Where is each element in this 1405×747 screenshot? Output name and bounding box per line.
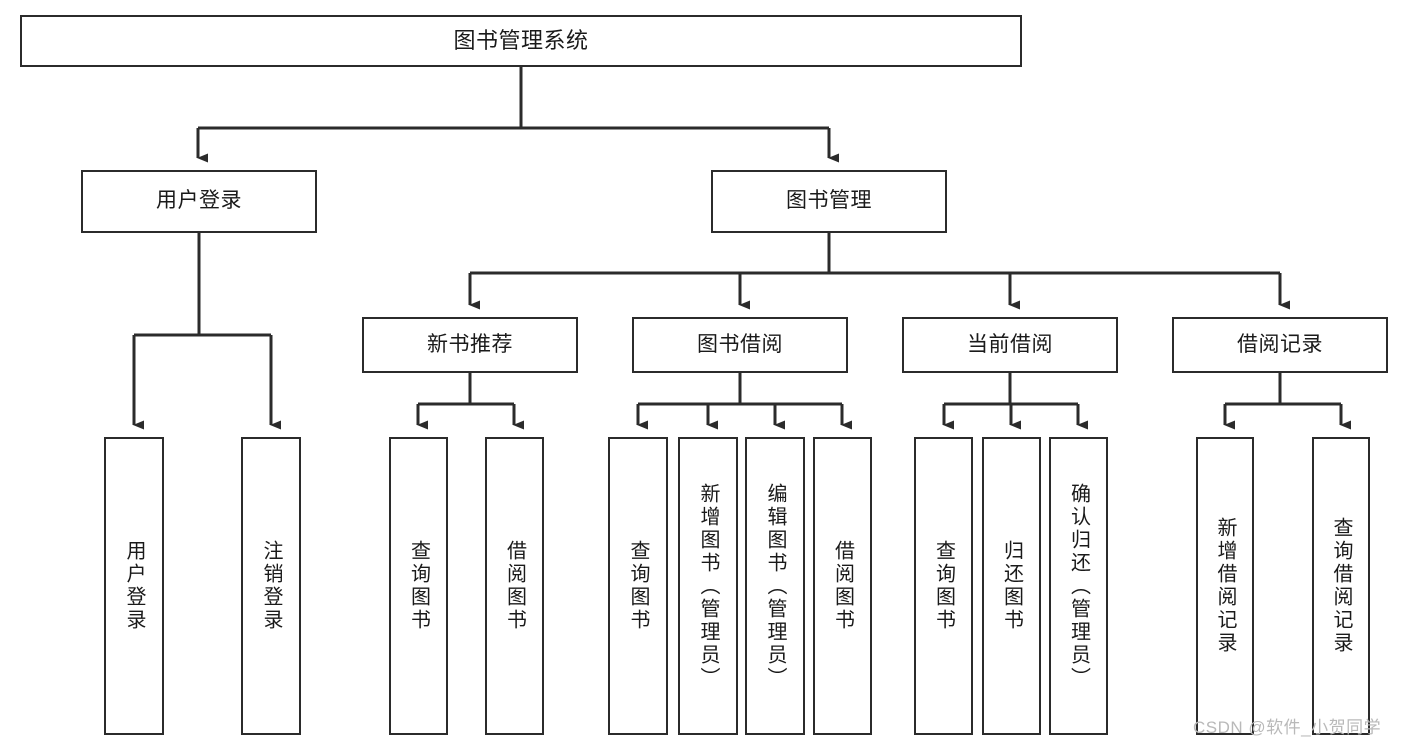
node-leaf-query-book-1[interactable]: 查询图书 [389, 437, 448, 735]
node-label: 查询图书 [932, 540, 955, 632]
node-leaf-user-logout[interactable]: 注销登录 [241, 437, 301, 735]
node-label: 查询图书 [627, 540, 649, 632]
edge-current-borrow-to-leaves [942, 373, 1088, 430]
node-leaf-query-book-2[interactable]: 查询图书 [608, 437, 668, 735]
edge-book-manage-to-level2 [468, 233, 1290, 310]
node-user-login[interactable]: 用户登录 [81, 170, 317, 233]
edge-book-borrow-to-leaves [636, 373, 852, 430]
node-label: 图书管理系统 [453, 28, 589, 54]
node-label: 确认归还（管理员） [1067, 482, 1090, 690]
edge-borrow-record-to-leaves [1223, 373, 1351, 430]
node-leaf-confirm-return[interactable]: 确认归还（管理员） [1049, 437, 1108, 735]
node-leaf-borrow-book-2[interactable]: 借阅图书 [813, 437, 872, 735]
edge-user-login-to-leaves [132, 233, 281, 430]
node-label: 归还图书 [1000, 540, 1023, 632]
node-book-manage[interactable]: 图书管理 [711, 170, 947, 233]
node-label: 新增图书（管理员） [697, 482, 719, 690]
node-label: 用户登录 [123, 540, 145, 632]
node-label: 图书借阅 [697, 332, 783, 356]
node-label: 编辑图书（管理员） [764, 482, 786, 690]
node-borrow-record[interactable]: 借阅记录 [1172, 317, 1388, 373]
node-label: 借阅记录 [1237, 332, 1323, 356]
node-label: 注销登录 [260, 540, 282, 632]
node-leaf-return-book[interactable]: 归还图书 [982, 437, 1041, 735]
node-leaf-query-borrow-record[interactable]: 查询借阅记录 [1312, 437, 1370, 735]
node-leaf-edit-book[interactable]: 编辑图书（管理员） [745, 437, 805, 735]
node-root-system[interactable]: 图书管理系统 [20, 15, 1022, 67]
node-leaf-add-book[interactable]: 新增图书（管理员） [678, 437, 738, 735]
node-label: 新书推荐 [427, 332, 513, 356]
node-label: 当前借阅 [967, 332, 1053, 356]
node-leaf-borrow-book-1[interactable]: 借阅图书 [485, 437, 544, 735]
node-label: 借阅图书 [831, 540, 854, 632]
node-label: 查询图书 [407, 540, 430, 632]
watermark-text: CSDN @软件_小贺同学 [1193, 718, 1382, 737]
node-label: 新增借阅记录 [1214, 517, 1236, 655]
node-label: 用户登录 [156, 189, 242, 213]
node-leaf-query-book-3[interactable]: 查询图书 [914, 437, 973, 735]
node-book-borrow[interactable]: 图书借阅 [632, 317, 848, 373]
node-label: 图书管理 [786, 189, 872, 213]
node-current-borrow[interactable]: 当前借阅 [902, 317, 1118, 373]
edge-new-book-recommend-to-leaves [416, 373, 524, 430]
node-leaf-add-borrow-record[interactable]: 新增借阅记录 [1196, 437, 1254, 735]
node-leaf-user-login[interactable]: 用户登录 [104, 437, 164, 735]
node-label: 借阅图书 [503, 540, 526, 632]
edge-root-to-level1 [196, 67, 839, 163]
node-label: 查询借阅记录 [1330, 517, 1352, 655]
node-new-book-recommend[interactable]: 新书推荐 [362, 317, 578, 373]
